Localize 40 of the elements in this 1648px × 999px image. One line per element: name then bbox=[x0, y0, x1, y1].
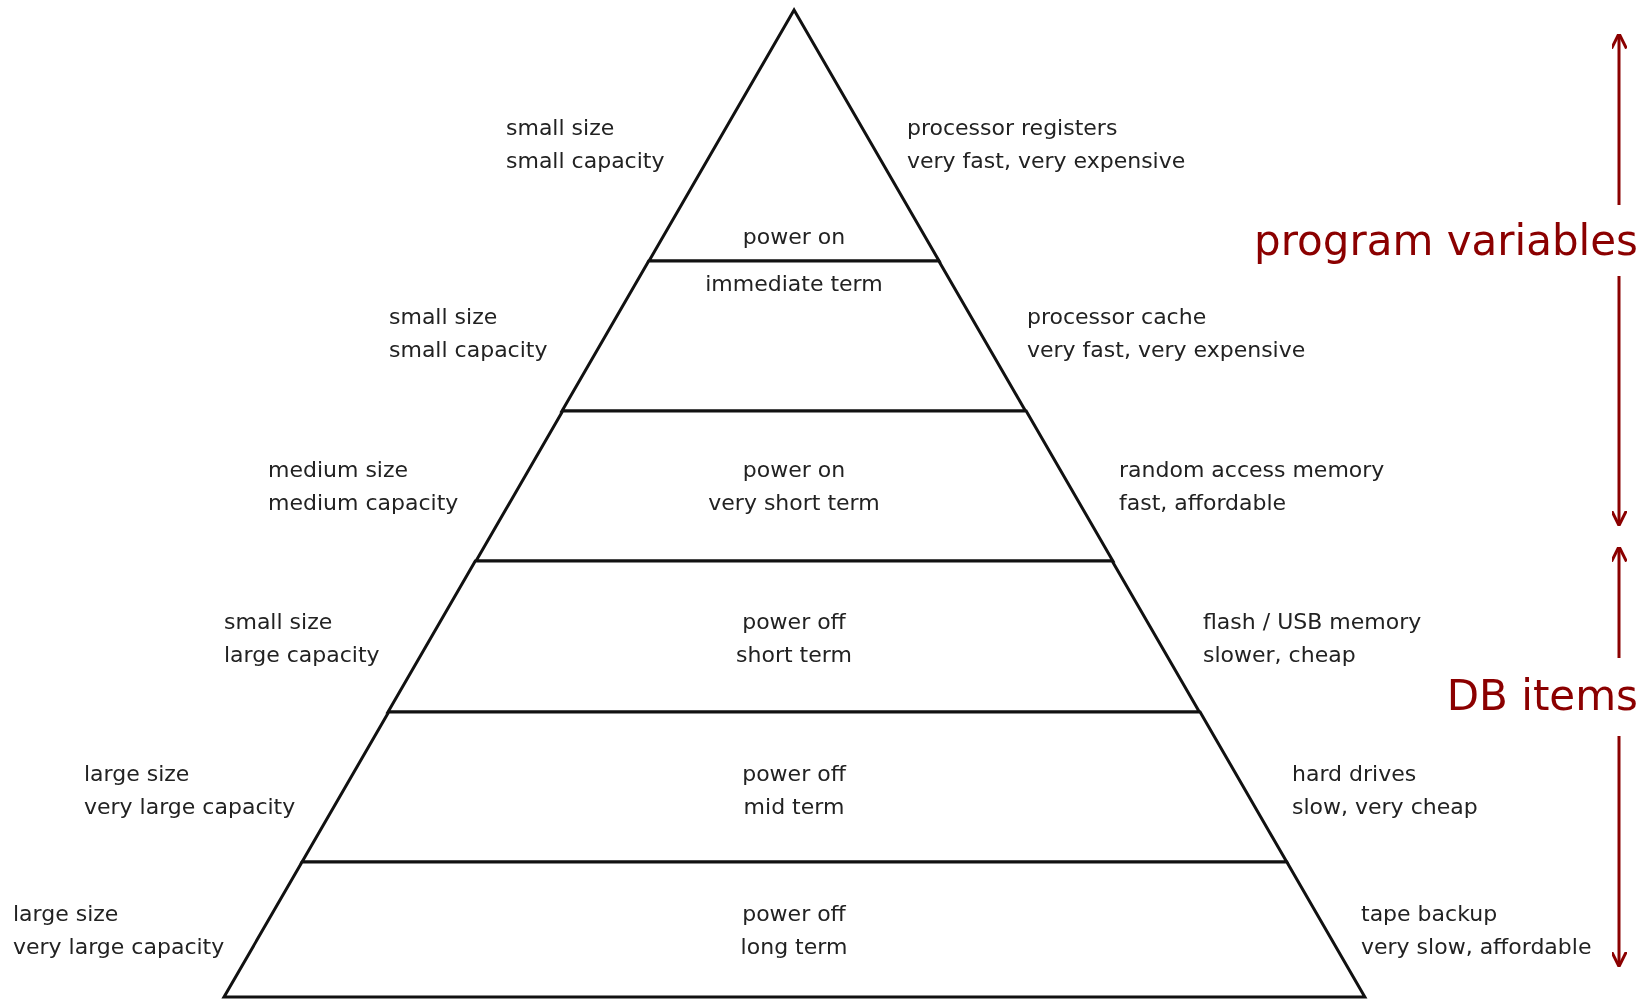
memory-note: very slow, affordable bbox=[1361, 933, 1592, 961]
size-note: very large capacity bbox=[84, 793, 296, 821]
layer-label: very short term bbox=[707, 489, 881, 517]
layer-label: short term bbox=[735, 641, 853, 669]
size-note: large capacity bbox=[224, 641, 380, 669]
size-note: large size bbox=[13, 900, 119, 928]
size-note: small size bbox=[506, 114, 615, 142]
size-note: small capacity bbox=[506, 147, 665, 175]
memory-note: slower, cheap bbox=[1203, 641, 1356, 669]
size-note: small capacity bbox=[389, 336, 548, 364]
memory-note: very fast, very expensive bbox=[1027, 336, 1306, 364]
memory-note: random access memory bbox=[1119, 456, 1385, 484]
layer-label: power off bbox=[741, 760, 848, 788]
layer-label: power off bbox=[741, 608, 847, 636]
range-label: DB items bbox=[1446, 672, 1638, 720]
size-note: large size bbox=[84, 760, 190, 788]
layer-label: mid term bbox=[742, 793, 846, 821]
memory-note: processor registers bbox=[907, 114, 1118, 142]
size-note: small size bbox=[224, 608, 333, 636]
size-note: very large capacity bbox=[13, 933, 225, 961]
layer-label: power on bbox=[741, 223, 847, 251]
layer-label: power off bbox=[741, 900, 847, 928]
memory-note: processor cache bbox=[1027, 303, 1207, 331]
layer-label: power on bbox=[741, 456, 847, 484]
memory-note: fast, affordable bbox=[1119, 489, 1287, 517]
pyramid-layer bbox=[301, 712, 1287, 862]
pyramid-layer bbox=[562, 261, 1026, 411]
layer-label: immediate term bbox=[704, 270, 884, 298]
size-note: small size bbox=[389, 303, 498, 331]
pyramid-layer bbox=[388, 561, 1200, 712]
layer-label: long term bbox=[739, 933, 849, 961]
size-note: medium size bbox=[268, 456, 409, 484]
size-note: medium capacity bbox=[268, 489, 459, 517]
range-label: program variables bbox=[1254, 217, 1638, 265]
memory-note: slow, very cheap bbox=[1292, 793, 1478, 821]
memory-note: flash / USB memory bbox=[1203, 608, 1422, 636]
memory-note: tape backup bbox=[1361, 900, 1498, 928]
pyramid-layer bbox=[475, 411, 1113, 561]
memory-note: hard drives bbox=[1292, 760, 1417, 788]
memory-note: very fast, very expensive bbox=[907, 147, 1186, 175]
